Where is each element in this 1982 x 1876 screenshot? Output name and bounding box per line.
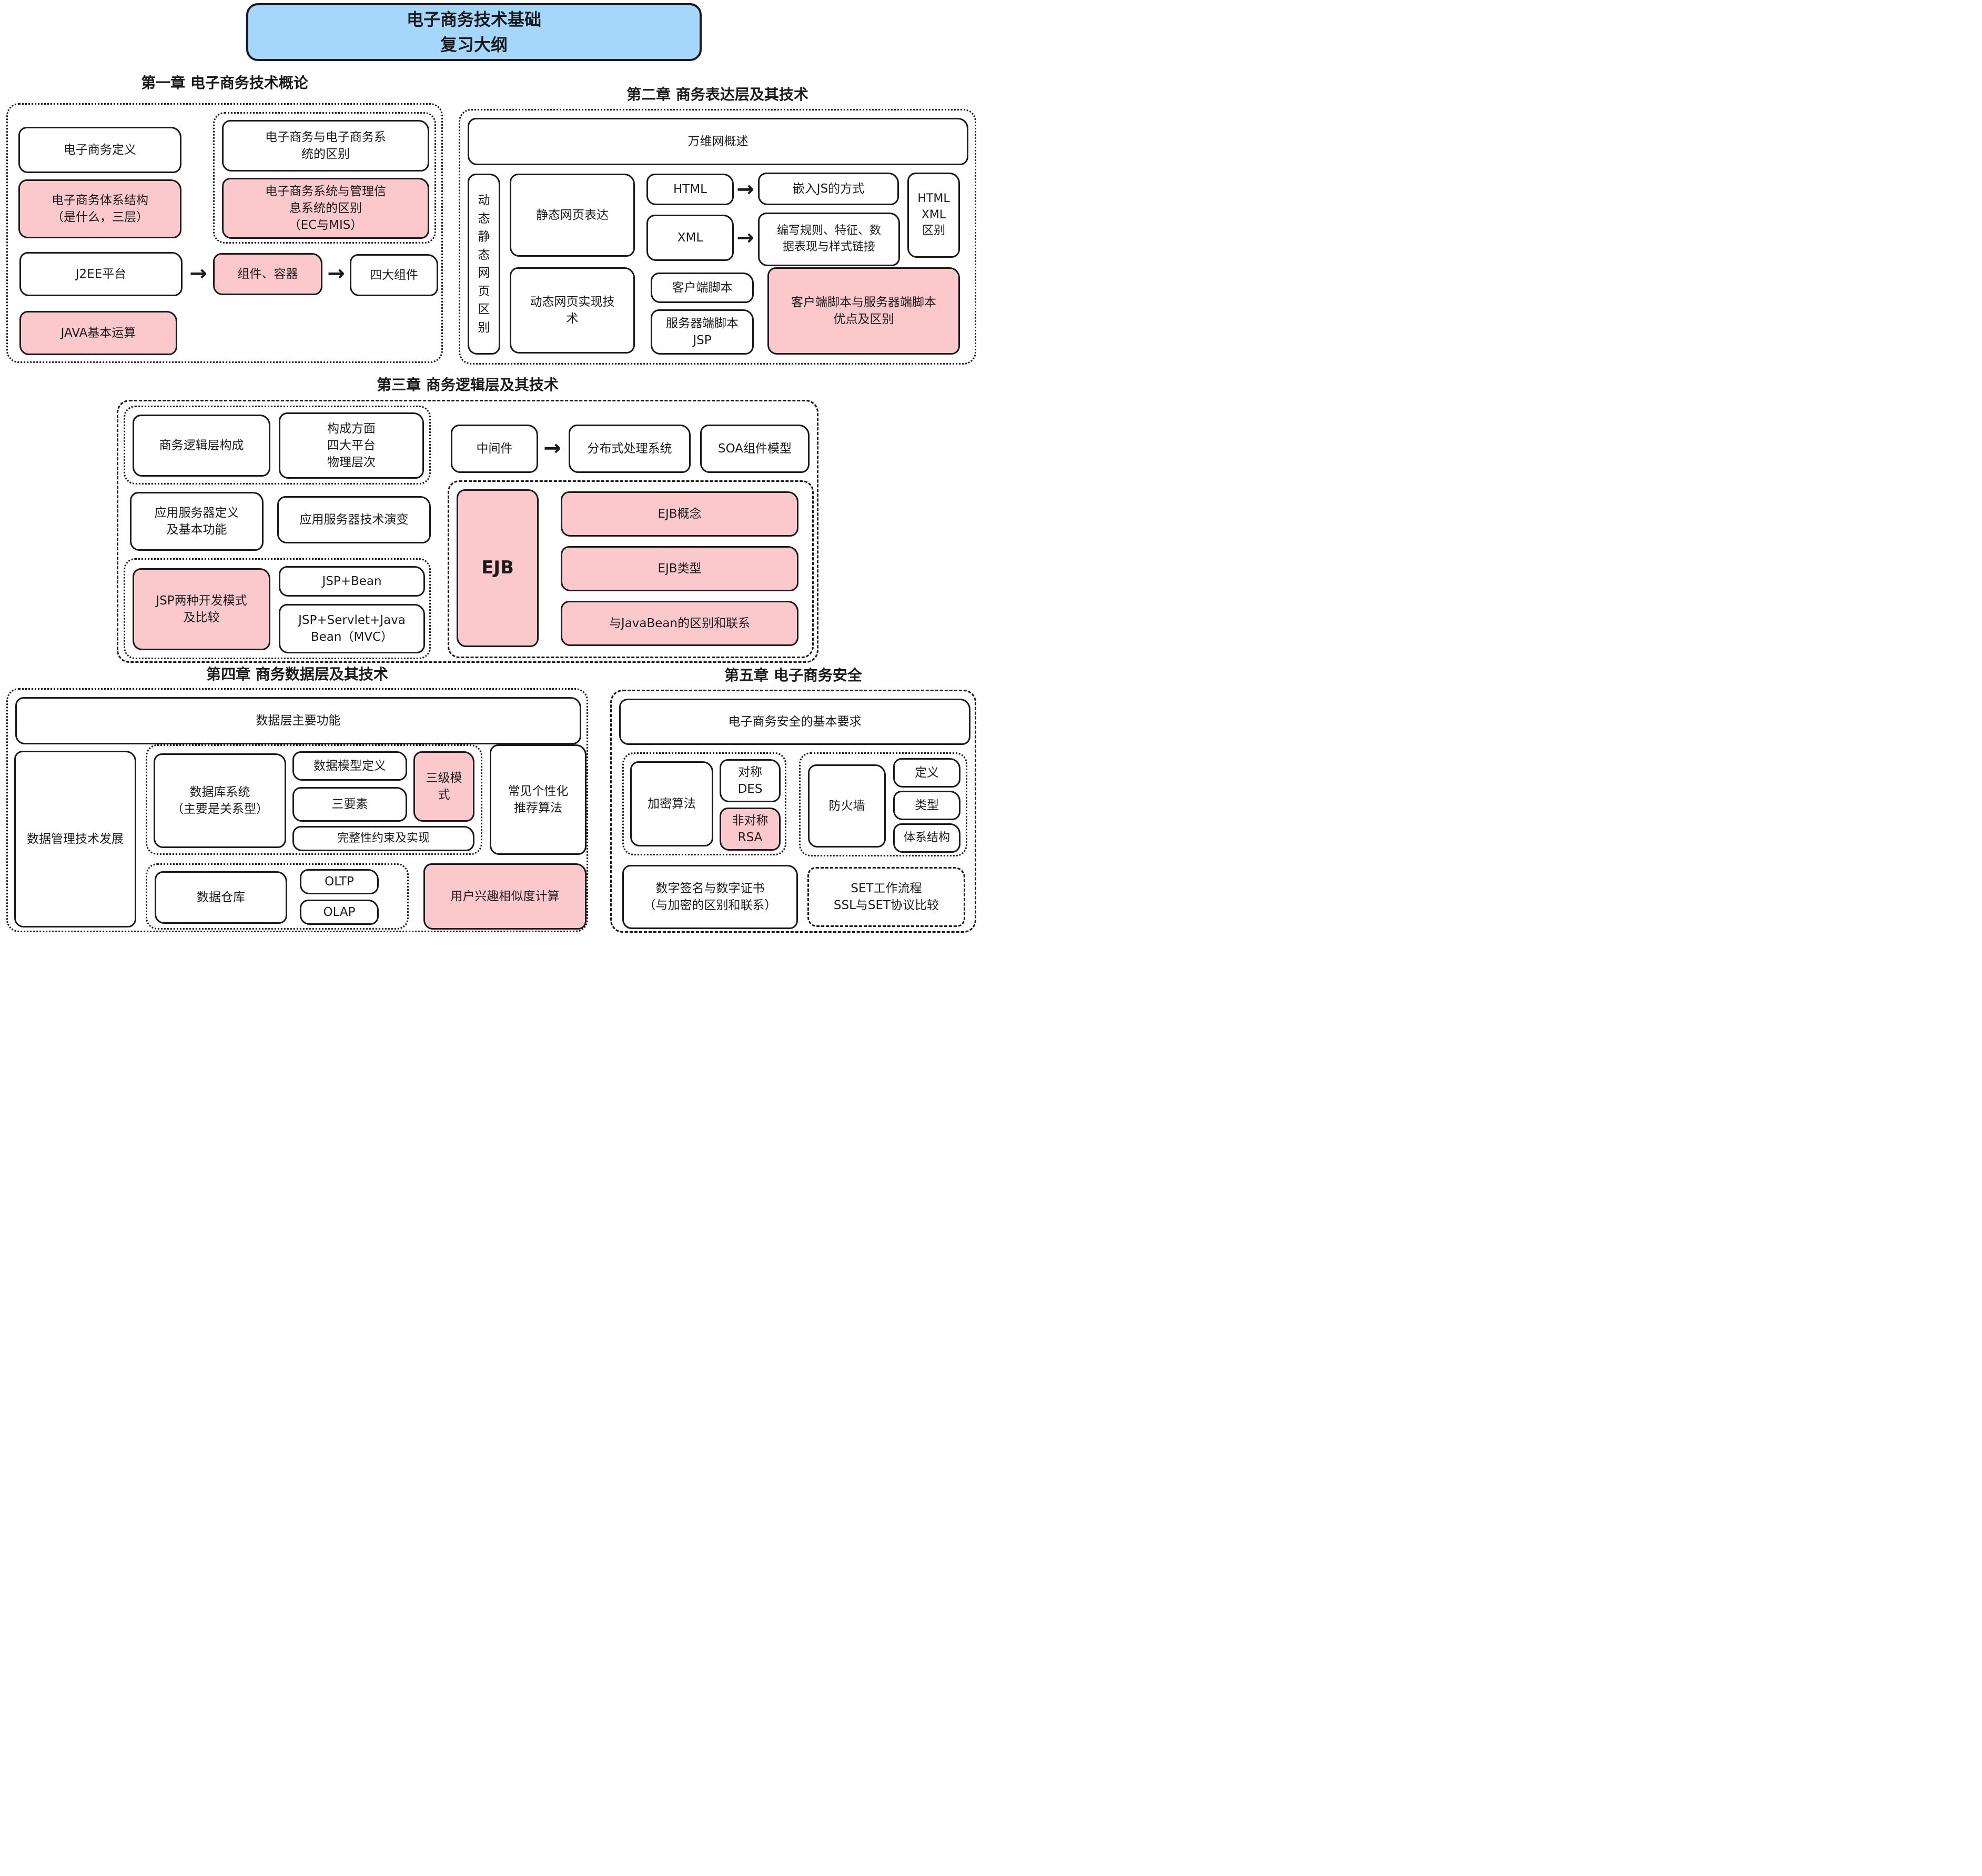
node-firewall-definition: 定义 [893,758,960,788]
node-composition-aspects: 构成方面 四大平台 物理层次 [279,412,424,479]
arrow-right-icon: → [543,436,561,460]
arrow-right-icon: → [736,226,754,250]
chapter2-heading: 第二章 商务表达层及其技术 [626,86,808,103]
node-ec-architecture: 电子商务体系结构 （是什么，三层） [18,179,181,238]
node-jsp-bean: JSP+Bean [279,566,425,597]
node-html-xml-diff: HTML XML 区别 [907,173,960,258]
node-digital-signature: 数字签名与数字证书 （与加密的区别和联系） [622,865,798,929]
node-ejb-types: EJB类型 [561,546,798,591]
node-xml: XML [646,215,734,261]
node-java-ops: JAVA基本运算 [19,311,177,355]
node-jsp-servlet-bean: JSP+Servlet+Java Bean（MVC） [279,604,425,653]
node-encryption: 加密算法 [630,761,713,846]
node-similarity: 用户兴趣相似度计算 [423,863,586,930]
chapter2-container: 万维网概述 动态 静态 网页 区别 静态网页表达 动态网页实现技 术 HTML … [459,109,976,365]
node-client-vs-server: 客户端脚本与服务器端脚本 优点及区别 [767,267,960,355]
node-ejb-vs-javabean: 与JavaBean的区别和联系 [561,601,798,646]
node-three-schema: 三级模式 [413,751,474,822]
node-dynamic-page-tech: 动态网页实现技 术 [510,267,635,354]
chapter5-container: 电子商务安全的基本要求 加密算法 对称 DES 非对称 RSA 防火墙 定义 类… [610,690,976,933]
node-appserver-evolution: 应用服务器技术演变 [277,496,431,543]
node-four-components: 四大组件 [350,254,438,296]
node-dynamic-static-diff: 动态 静态 网页 区别 [468,174,500,355]
chapter5-firewall-group: 防火墙 定义 类型 体系结构 [799,752,967,856]
arrow-right-icon: → [736,177,754,201]
chapter5-encryption-group: 加密算法 对称 DES 非对称 RSA [622,752,786,855]
node-recommendation: 常见个性化 推荐算法 [490,744,586,855]
chapter4-warehouse-group: 数据仓库 OLTP OLAP [146,863,409,930]
node-firewall-architecture: 体系结构 [893,823,960,853]
node-three-elements: 三要素 [292,787,407,822]
arrow-right-icon: → [189,261,207,286]
chapter3-jsp-group: JSP两种开发模式 及比较 JSP+Bean JSP+Servlet+Java … [124,558,431,659]
node-www-overview: 万维网概述 [468,118,968,165]
node-olap: OLAP [300,900,379,925]
node-appserver-def: 应用服务器定义 及基本功能 [130,492,264,551]
node-ejb-concept: EJB概念 [561,491,798,537]
node-components-containers: 组件、容器 [213,253,322,295]
node-middleware: 中间件 [451,425,538,473]
node-firewall: 防火墙 [808,764,886,848]
chapter1-diff-group: 电子商务与电子商务系 统的区别 电子商务系统与管理信 息系统的区别 （EC与MI… [213,112,436,244]
node-distributed-system: 分布式处理系统 [569,425,691,473]
chapter4-heading: 第四章 商务数据层及其技术 [206,665,388,683]
node-data-mgmt-evolution: 数据管理技术发展 [14,751,136,927]
node-ec-vs-system: 电子商务与电子商务系 统的区别 [222,120,429,172]
node-html: HTML [646,174,734,205]
title-line1: 电子商务技术基础 [406,9,541,29]
node-j2ee-platform: J2EE平台 [19,252,183,296]
chapter3-heading: 第三章 商务逻辑层及其技术 [377,376,559,394]
node-server-script: 服务器端脚本 JSP [651,309,754,355]
chapter5-heading: 第五章 电子商务安全 [724,667,862,684]
node-set-ssl: SET工作流程 SSL与SET协议比较 [807,867,965,927]
node-firewall-types: 类型 [893,791,960,820]
review-outline-diagram: 电子商务技术基础 复习大纲 第一章 电子商务技术概论 第二章 商务表达层及其技术… [0,0,991,938]
node-logic-composition: 商务逻辑层构成 [133,415,270,477]
chapter4-container: 数据层主要功能 数据管理技术发展 数据库系统 （主要是关系型） 数据模型定义 三… [6,688,588,932]
node-ec-definition: 电子商务定义 [18,127,181,173]
node-security-requirements: 电子商务安全的基本要求 [619,699,970,745]
node-client-script: 客户端脚本 [651,273,754,303]
node-jsp-models: JSP两种开发模式 及比较 [133,568,270,650]
chapter4-database-group: 数据库系统 （主要是关系型） 数据模型定义 三要素 三级模式 完整性约束及实现 [146,744,482,855]
node-symmetric-des: 对称 DES [720,759,781,802]
node-embed-js: 嵌入JS的方式 [758,173,899,205]
node-soa-model: SOA组件模型 [700,425,810,473]
chapter3-composition-group: 商务逻辑层构成 构成方面 四大平台 物理层次 [124,406,431,485]
node-static-page: 静态网页表达 [510,174,635,257]
title-box: 电子商务技术基础 复习大纲 [246,3,702,61]
node-oltp: OLTP [300,869,379,894]
chapter1-heading: 第一章 电子商务技术概论 [141,74,308,92]
chapter3-ejb-group: EJB EJB概念 EJB类型 与JavaBean的区别和联系 [448,480,814,658]
node-data-layer-functions: 数据层主要功能 [15,697,581,744]
chapter3-container: 商务逻辑层构成 构成方面 四大平台 物理层次 应用服务器定义 及基本功能 应用服… [117,400,818,663]
node-ejb: EJB [457,489,539,647]
node-integrity: 完整性约束及实现 [292,826,474,851]
node-system-vs-mis: 电子商务系统与管理信 息系统的区别 （EC与MIS） [222,178,429,239]
arrow-right-icon: → [327,261,345,286]
node-xml-rules: 编写规则、特征、数 据表现与样式链接 [758,213,900,266]
title-line2: 复习大纲 [440,35,508,55]
node-data-model-def: 数据模型定义 [292,751,407,781]
chapter1-container: 电子商务定义 电子商务体系结构 （是什么，三层） 电子商务与电子商务系 统的区别… [6,103,443,363]
node-asymmetric-rsa: 非对称 RSA [720,808,781,851]
node-db-system: 数据库系统 （主要是关系型） [154,753,286,848]
node-data-warehouse: 数据仓库 [155,871,287,924]
